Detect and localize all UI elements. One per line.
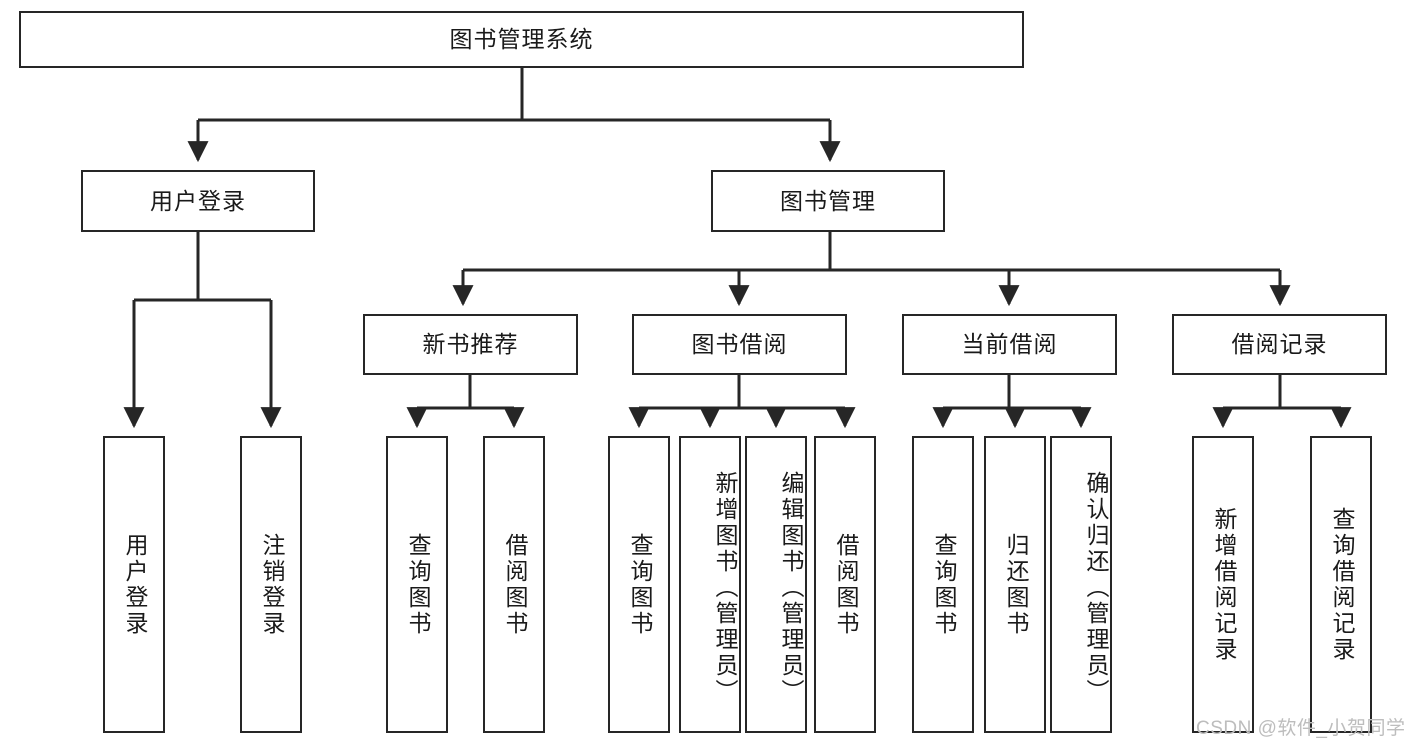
watermark-text: CSDN @软件_小贺同学	[1196, 718, 1405, 739]
leaf-node-leaf-return-book: 归还图书	[984, 436, 1046, 733]
leaf-node-leaf-borrow-book-rec: 借阅图书	[483, 436, 545, 733]
node-label: 图书管理	[780, 187, 876, 214]
node-label: 新增借阅记录	[1210, 506, 1237, 663]
node-label: 图书借阅	[691, 331, 788, 358]
leaf-node-leaf-query-book-borrow: 查询图书	[608, 436, 670, 733]
node-label: 用户登录	[150, 187, 246, 214]
leaf-node-leaf-add-record: 新增借阅记录	[1192, 436, 1254, 733]
level3-node-current-borrow: 当前借阅	[902, 314, 1117, 375]
node-label: 借阅图书	[501, 532, 528, 637]
leaf-node-leaf-user-login: 用户登录	[103, 436, 165, 733]
node-label: 查询借阅记录	[1328, 506, 1355, 663]
node-label: 借阅记录	[1231, 331, 1328, 358]
node-label: 借阅图书	[832, 532, 859, 637]
level2-node-user-login: 用户登录	[81, 170, 315, 232]
node-label: 查询图书	[930, 532, 957, 637]
leaf-node-leaf-borrow-book: 借阅图书	[814, 436, 876, 733]
level2-node-book-manage: 图书管理	[711, 170, 945, 232]
node-label: 确认归还（管理员）	[1083, 470, 1109, 705]
node-label: 当前借阅	[961, 331, 1058, 358]
node-label: 注销登录	[258, 532, 285, 637]
node-label: 归还图书	[1002, 532, 1029, 637]
level3-node-book-borrow: 图书借阅	[632, 314, 847, 375]
leaf-node-leaf-query-record: 查询借阅记录	[1310, 436, 1372, 733]
node-label: 新书推荐	[422, 331, 519, 358]
leaf-node-leaf-add-book: 新增图书（管理员）	[679, 436, 741, 733]
leaf-node-leaf-query-book-current: 查询图书	[912, 436, 974, 733]
node-label: 用户登录	[121, 532, 148, 637]
leaf-node-leaf-user-logout: 注销登录	[240, 436, 302, 733]
root-node-root: 图书管理系统	[19, 11, 1024, 68]
leaf-node-leaf-query-book-rec: 查询图书	[386, 436, 448, 733]
level3-node-new-book-rec: 新书推荐	[363, 314, 578, 375]
leaf-node-leaf-edit-book: 编辑图书（管理员）	[745, 436, 807, 733]
leaf-node-leaf-confirm-return: 确认归还（管理员）	[1050, 436, 1112, 733]
level3-node-borrow-record: 借阅记录	[1172, 314, 1387, 375]
node-label: 查询图书	[404, 532, 431, 637]
node-label: 查询图书	[626, 532, 653, 637]
node-label: 图书管理系统	[449, 26, 594, 53]
node-label: 编辑图书（管理员）	[778, 470, 804, 705]
node-label: 新增图书（管理员）	[712, 470, 738, 705]
